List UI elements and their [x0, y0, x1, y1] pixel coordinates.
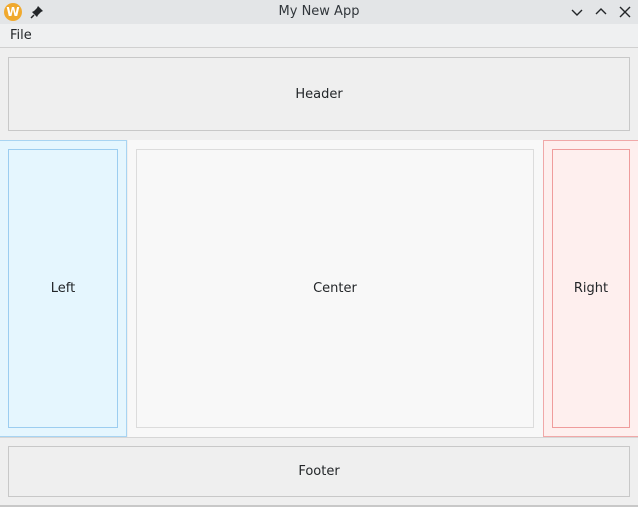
- app-logo-icon: W: [4, 3, 22, 21]
- divider: [0, 437, 638, 438]
- footer-label: Footer: [298, 464, 340, 479]
- window-title: My New App: [278, 4, 360, 19]
- title-bar[interactable]: W My New App: [0, 0, 638, 24]
- left-panel: Left: [8, 149, 118, 428]
- header-panel: Header: [8, 57, 630, 131]
- header-label: Header: [295, 86, 343, 102]
- right-panel: Right: [552, 149, 630, 428]
- center-panel: Center: [136, 149, 534, 428]
- close-button[interactable]: [618, 5, 632, 19]
- minimize-button[interactable]: [570, 5, 584, 19]
- maximize-button[interactable]: [594, 5, 608, 19]
- menu-file[interactable]: File: [10, 28, 32, 43]
- menu-bar: File: [0, 24, 638, 48]
- footer-panel: Footer: [8, 446, 630, 497]
- pin-icon[interactable]: [30, 5, 44, 19]
- right-label: Right: [573, 281, 609, 296]
- left-label: Left: [50, 281, 76, 296]
- window-bottom-border: [0, 505, 638, 507]
- center-label: Center: [313, 281, 357, 296]
